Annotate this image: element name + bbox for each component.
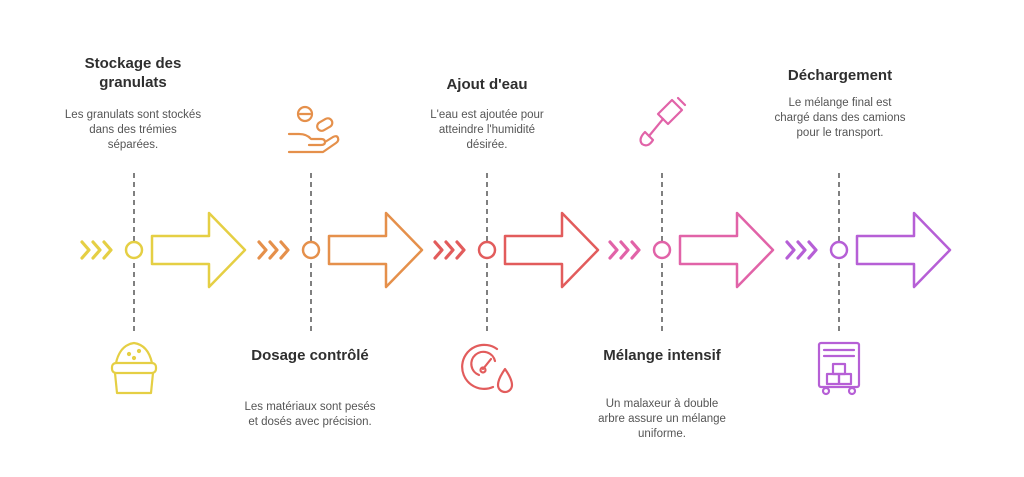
step-5-description: Le mélange final est chargé dans des cam… — [774, 97, 906, 139]
step-4-arrow — [678, 211, 775, 289]
step-1-description: Les granulats sont stockés dans des trém… — [64, 109, 202, 151]
step-3-chevrons — [433, 240, 466, 260]
step-4-node — [652, 240, 672, 260]
step-1-chevrons — [80, 240, 113, 260]
step-5-chevrons — [785, 240, 818, 260]
sack-icon — [110, 341, 158, 395]
cart-boxes-icon — [817, 341, 861, 396]
step-2-description: Les matériaux sont pesés et dosés avec p… — [244, 401, 376, 428]
step-1-arrow — [150, 211, 247, 289]
step-1-node — [124, 240, 144, 260]
icons — [110, 96, 861, 396]
pills-hand-icon — [287, 105, 340, 154]
step-3-title: Ajout d'eau — [446, 76, 528, 93]
step-1-title: Stockage des granulats — [84, 55, 182, 91]
step-2-node — [301, 240, 321, 260]
step-4-title: Mélange intensif — [603, 347, 721, 364]
step-5-arrow — [855, 211, 952, 289]
step-4-description: Un malaxeur à double arbre assure un mél… — [598, 398, 726, 440]
step-2-chevrons — [257, 240, 290, 260]
step-3-node — [477, 240, 497, 260]
hand-blender-icon — [639, 96, 687, 147]
step-2-arrow — [327, 211, 424, 289]
step-5-title: Déchargement — [787, 67, 893, 84]
gauge-drop-icon — [461, 343, 514, 394]
step-3-arrow — [503, 211, 600, 289]
step-5-node — [829, 240, 849, 260]
arrows — [80, 211, 952, 289]
step-2-title: Dosage contrôlé — [251, 347, 369, 364]
step-4-chevrons — [608, 240, 641, 260]
step-3-description: L'eau est ajoutée pour atteindre l'humid… — [430, 109, 544, 151]
